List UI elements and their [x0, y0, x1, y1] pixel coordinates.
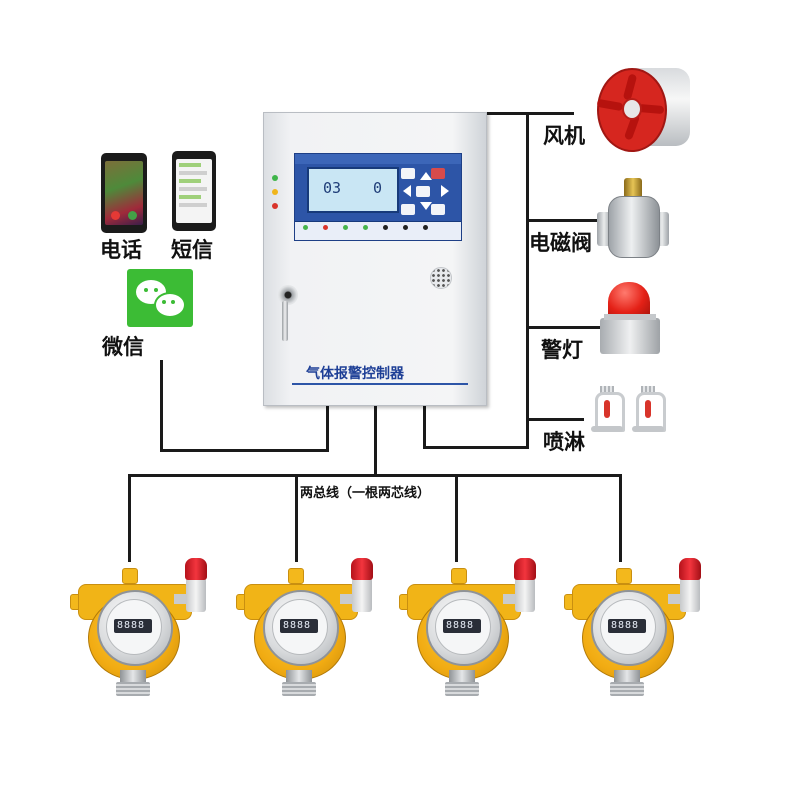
buzzer-speaker-icon [430, 267, 452, 289]
output-label-sprinkler: 喷淋 [543, 430, 585, 454]
arrow-up-icon[interactable] [420, 172, 432, 180]
wire-relay-down [423, 404, 426, 448]
wire-relay-trunk [526, 112, 529, 449]
reset-key[interactable] [401, 168, 415, 179]
wire-det4 [619, 474, 622, 562]
wire-wechat-up [326, 404, 329, 452]
wire-fan [486, 112, 574, 115]
wire-wechat-bottom [160, 449, 328, 452]
phone-call-icon [101, 153, 147, 233]
wire-wechat-down [160, 360, 163, 451]
wire-relay-bottom [423, 446, 529, 449]
detector-alarm-lamp-icon [185, 558, 207, 580]
detector-display: 8888 [608, 619, 646, 633]
wire-lamp [526, 326, 600, 329]
gas-alarm-controller: 03 0 气体报警控制器 [263, 112, 487, 406]
lcd-right-value: 0 [373, 179, 383, 197]
wire-bus-drop [374, 404, 377, 476]
detector-alarm-lamp-icon [514, 558, 536, 580]
confirm-key[interactable] [401, 204, 415, 215]
output-label-wechat: 微信 [102, 335, 144, 359]
power-led [272, 175, 278, 181]
wire-bus-main [128, 474, 622, 477]
status-led-bar [295, 221, 461, 240]
detector-alarm-lamp-icon [351, 558, 373, 580]
mute-key[interactable] [431, 168, 445, 179]
output-label-valve: 电磁阀 [529, 231, 592, 255]
wechat-icon [127, 269, 193, 327]
detector-display: 8888 [114, 619, 152, 633]
arrow-right-icon[interactable] [441, 185, 449, 197]
menu-key[interactable] [416, 186, 430, 197]
key-lock-icon [278, 285, 298, 305]
alarm-led [272, 203, 278, 209]
fault-led [272, 189, 278, 195]
wire-det1 [128, 474, 131, 562]
keypad [401, 166, 453, 216]
output-label-lamp: 警灯 [541, 338, 583, 362]
return-key[interactable] [431, 204, 445, 215]
output-label-phone: 电话 [100, 238, 142, 262]
gas-detector: 8888 [70, 558, 220, 708]
lcd-left-value: 03 [323, 179, 342, 197]
key-icon [282, 301, 288, 341]
control-panel: 03 0 [294, 153, 462, 241]
lcd-display: 03 0 [307, 167, 399, 213]
output-label-sms: 短信 [171, 238, 213, 262]
gas-detector: 8888 [564, 558, 714, 708]
detector-display: 8888 [443, 619, 481, 633]
sms-phone-icon [172, 151, 216, 231]
bus-label: 两总线（一根两芯线） [300, 486, 431, 501]
controller-title: 气体报警控制器 [306, 366, 404, 382]
arrow-down-icon[interactable] [420, 202, 432, 210]
gas-detector: 8888 [399, 558, 549, 708]
wire-det2 [295, 474, 298, 562]
arrow-left-icon[interactable] [403, 185, 411, 197]
gas-detector: 8888 [236, 558, 386, 708]
wire-det3 [455, 474, 458, 562]
detector-display: 8888 [280, 619, 318, 633]
wire-valve [526, 219, 600, 222]
output-label-fan: 风机 [543, 124, 585, 148]
wire-sprinkler [526, 418, 584, 421]
detector-alarm-lamp-icon [679, 558, 701, 580]
